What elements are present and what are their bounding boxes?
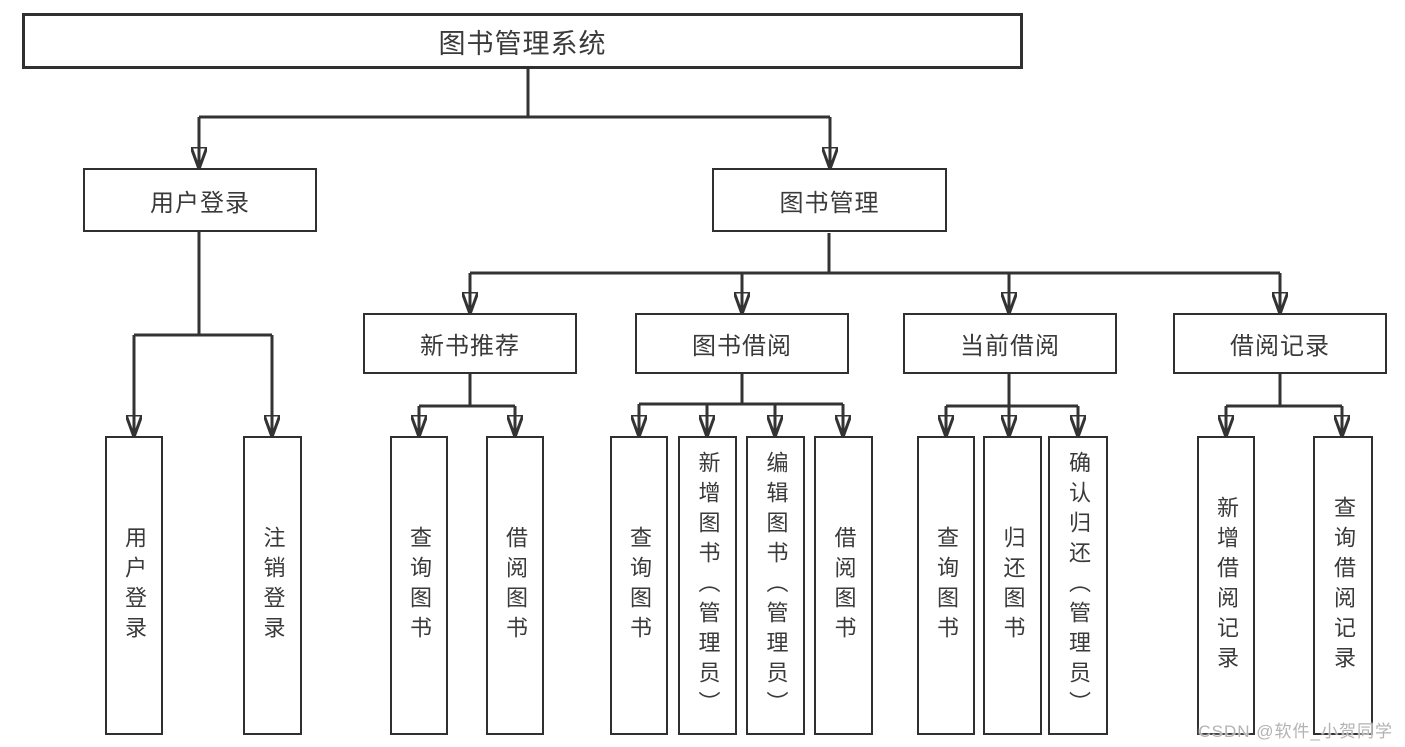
connector-root-to-level2 [199,69,830,168]
connector-borrow-record-children [1226,374,1342,436]
node-label: 查询借阅记录 [1331,495,1356,676]
node-label: 图书管理系统 [438,28,607,59]
node-label: 新增借阅记录 [1214,495,1239,676]
leaf-borrow-books: 借阅图书 [814,436,873,735]
node-label: 查询图书 [627,525,652,646]
leaf-edit-books-admin: 编辑图书（管理员） [746,436,805,735]
connector-current-borrow-children [946,374,1078,436]
node-label: 归还图书 [1000,525,1026,646]
csdn-watermark: CSDN @软件_小贺同学 [1198,722,1393,741]
node-label: 图书借阅 [692,333,792,360]
leaf-add-borrow-record: 新增借阅记录 [1197,436,1255,735]
connector-new-book-children [419,374,515,436]
node-current-borrowing: 当前借阅 [903,313,1117,374]
node-user-login: 用户登录 [83,168,317,232]
connector-user-login-children [134,232,272,436]
node-label: 新书推荐 [420,333,520,360]
node-label: 注销登录 [260,525,286,646]
leaf-query-books-borrow: 查询图书 [610,436,668,735]
node-label: 借阅图书 [831,525,857,646]
leaf-borrow-books-recommend: 借阅图书 [486,436,544,735]
node-label: 编辑图书（管理员） [763,450,789,721]
node-book-management: 图书管理 [712,168,947,232]
node-label: 当前借阅 [960,333,1060,360]
node-library-management-system: 图书管理系统 [22,13,1023,69]
node-label: 用户登录 [150,189,250,217]
node-label: 用户登录 [122,525,147,646]
leaf-query-books-current: 查询图书 [917,436,975,735]
connector-book-borrow-children [639,374,843,436]
leaf-user-login: 用户登录 [105,436,163,735]
leaf-add-books-admin: 新增图书（管理员） [678,436,737,735]
node-label: 新增图书（管理员） [695,450,721,721]
node-label: 借阅记录 [1230,333,1330,360]
leaf-query-books-recommend: 查询图书 [390,436,448,735]
node-label: 查询图书 [407,525,432,646]
leaf-query-borrow-record: 查询借阅记录 [1313,436,1373,735]
node-book-borrowing: 图书借阅 [635,313,849,374]
node-new-book-recommendation: 新书推荐 [363,313,577,374]
connector-book-management-to-level3 [470,233,1280,313]
node-borrowing-records: 借阅记录 [1173,313,1387,374]
node-label: 查询图书 [934,525,959,646]
node-label: 借阅图书 [503,525,528,646]
leaf-logout: 注销登录 [243,436,302,735]
leaf-confirm-return-admin: 确认归还（管理员） [1048,436,1108,735]
node-label: 图书管理 [779,189,880,217]
node-label: 确认归还（管理员） [1066,450,1091,721]
leaf-return-books: 归还图书 [983,436,1042,735]
